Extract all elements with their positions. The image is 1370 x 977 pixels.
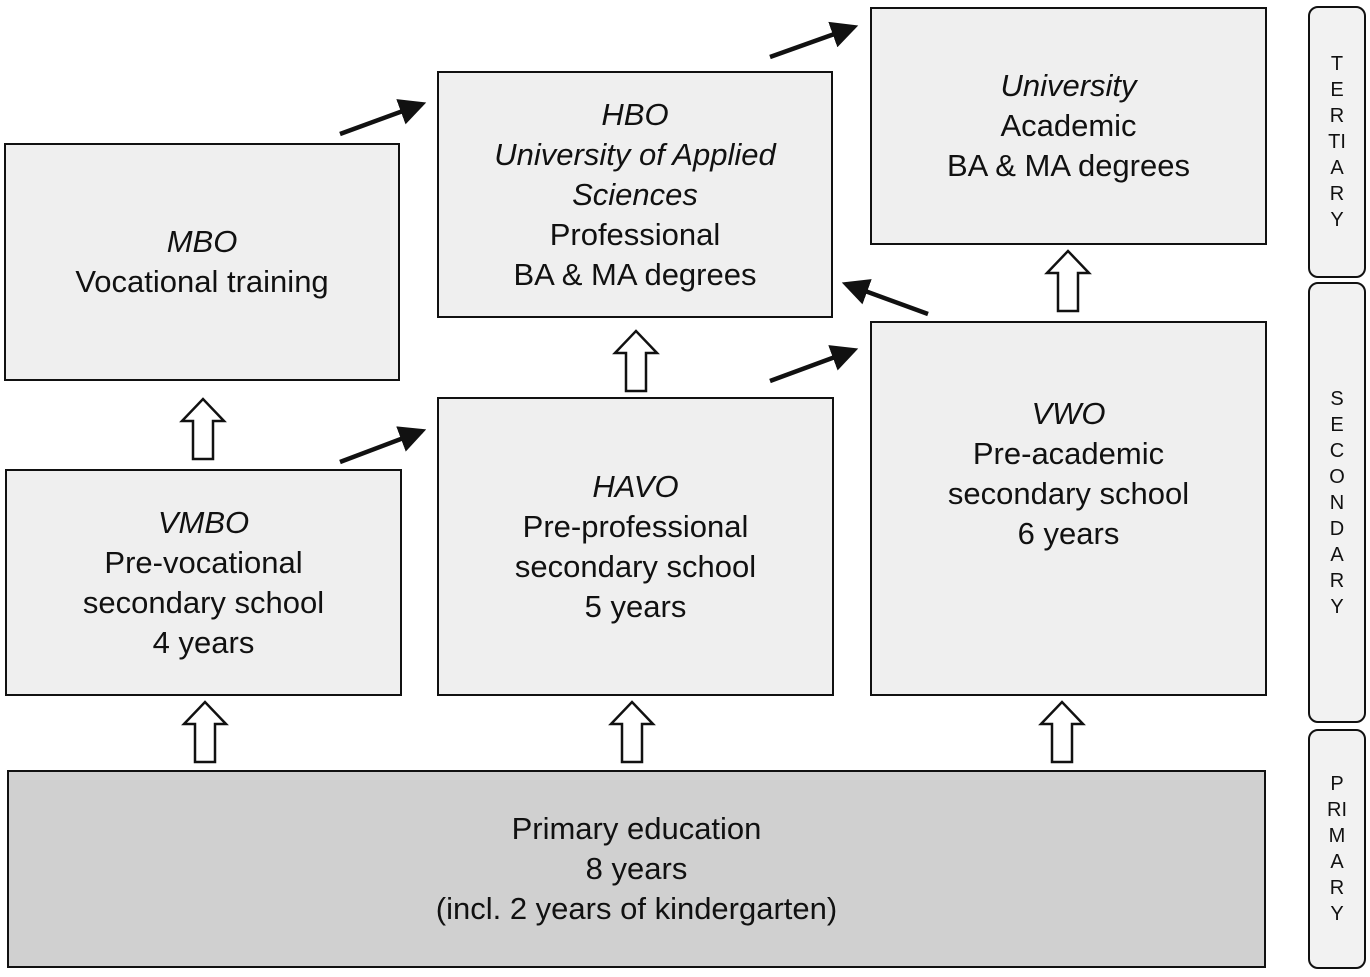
hbo-box: HBO University of Applied Sciences Profe…	[437, 71, 833, 318]
primary-line: 8 years	[585, 851, 688, 886]
arrow-havo-to-vwo	[769, 345, 859, 384]
primary-line: Primary education	[511, 811, 762, 846]
mbo-title: MBO	[166, 224, 238, 259]
vwo-line: secondary school	[947, 475, 1190, 511]
vmbo-line: Pre-vocational	[104, 544, 303, 580]
arrow-mbo-to-hbo	[339, 99, 427, 137]
level-tertiary-label: TERTIARY	[1328, 53, 1346, 231]
level-tertiary: TERTIARY	[1308, 6, 1366, 278]
level-primary: PRIMARY	[1308, 729, 1366, 969]
havo-line: Pre-professional	[522, 508, 749, 544]
arrow-vmbo-to-havo	[339, 426, 427, 465]
up-arrow-primary-to-vmbo	[182, 700, 228, 764]
up-arrow-vwo-to-university	[1045, 249, 1091, 313]
havo-line: 5 years	[584, 588, 687, 624]
arrow-hbo-to-university	[769, 21, 859, 60]
up-arrow-vmbo-to-mbo	[180, 397, 226, 461]
university-line: BA & MA degrees	[947, 148, 1190, 183]
vmbo-line: 4 years	[152, 624, 255, 660]
primary-line: (incl. 2 years of kindergarten)	[435, 891, 838, 926]
vwo-title: VWO	[1031, 395, 1106, 431]
up-arrow-primary-to-vwo	[1039, 700, 1085, 764]
level-secondary: SECONDARY	[1308, 282, 1366, 723]
hbo-line: Professional	[549, 216, 721, 252]
arrow-vwo-to-hbo	[841, 279, 929, 317]
vwo-box: VWO Pre-academic secondary school 6 year…	[870, 321, 1267, 696]
hbo-subtitle: Sciences	[572, 176, 698, 212]
level-primary-label: PRIMARY	[1327, 773, 1347, 925]
university-line: Academic	[1000, 108, 1137, 143]
havo-box: HAVO Pre-professional secondary school 5…	[437, 397, 834, 696]
hbo-title: HBO	[601, 96, 669, 132]
level-secondary-label: SECONDARY	[1329, 387, 1345, 618]
vmbo-title: VMBO	[157, 504, 250, 540]
mbo-box: MBO Vocational training	[4, 143, 400, 381]
hbo-subtitle: University of Applied	[494, 136, 776, 172]
university-title: University	[1000, 68, 1137, 103]
vwo-line: Pre-academic	[972, 435, 1165, 471]
havo-line: secondary school	[514, 548, 757, 584]
vwo-line: 6 years	[1017, 515, 1120, 551]
mbo-line: Vocational training	[75, 264, 329, 299]
up-arrow-havo-to-hbo	[613, 329, 659, 393]
university-box: University Academic BA & MA degrees	[870, 7, 1267, 245]
hbo-line: BA & MA degrees	[513, 256, 757, 292]
vmbo-line: secondary school	[82, 584, 325, 620]
up-arrow-primary-to-havo	[609, 700, 655, 764]
havo-title: HAVO	[592, 468, 679, 504]
primary-box: Primary education 8 years (incl. 2 years…	[7, 770, 1266, 968]
vmbo-box: VMBO Pre-vocational secondary school 4 y…	[5, 469, 402, 696]
